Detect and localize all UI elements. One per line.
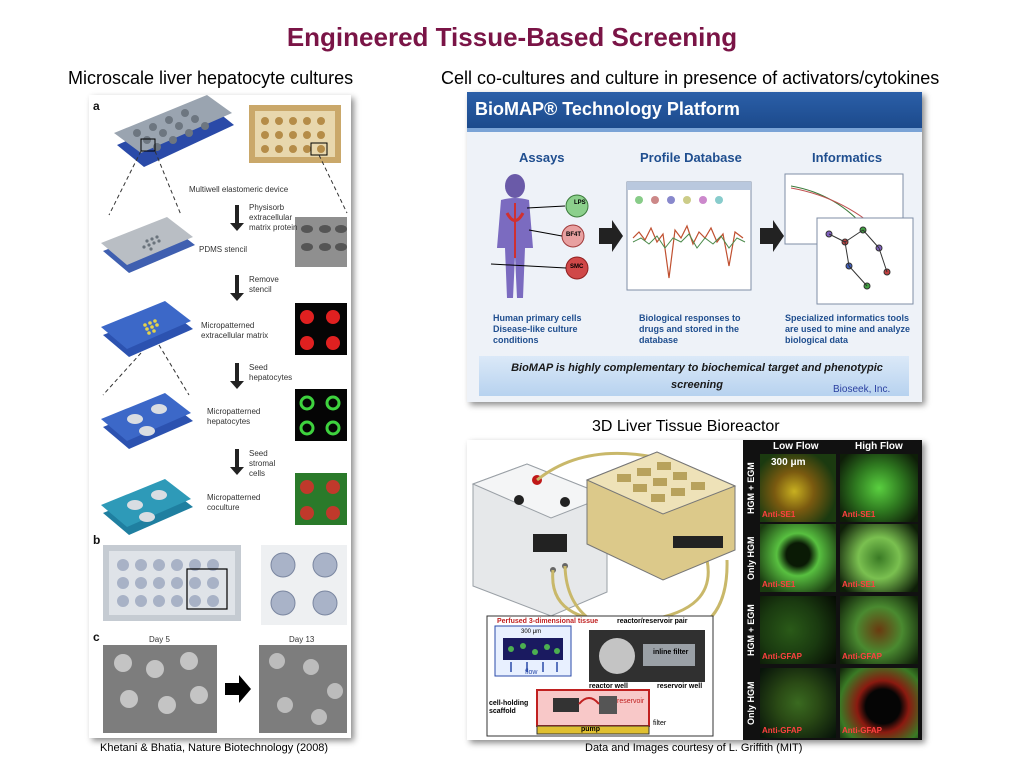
anti-gfap-label-2: Anti-GFAP [842,652,882,661]
row1-label: HGM + EGM [746,462,756,514]
bioseek-credit: Bioseek, Inc. [833,384,891,395]
inset-scale: 300 μm [521,629,542,635]
inset-inline-filter: inline filter [653,649,689,656]
inset-reservoir: reservoir [617,698,645,705]
row4-label: Only HGM [746,681,756,725]
anti-gfap-label-1: Anti-GFAP [762,652,802,661]
left-credit: Khetani & Bhatia, Nature Biotechnology (… [100,742,329,754]
step2-label: Remove stencil [249,275,279,294]
day5-label: Day 5 [149,635,170,644]
inset-reactor-well: reactor well [589,683,628,690]
hepatocyte-figure: a Multiwell elastomeric device Physisorb… [89,95,351,738]
panel-b-label: b [93,533,101,547]
panel-c-label: c [93,630,100,644]
biomap-header: BioMAP® Technology Platform [475,99,740,119]
assay-smc: SMC [570,264,584,270]
biomap-desc-profile: Biological responses to drugs and stored… [639,313,741,345]
low-flow-label: Low Flow [773,441,819,452]
micro-co-label: Micropatterned coculture [207,493,261,512]
inset-filter: filter [653,720,667,727]
inset-title: Perfused 3-dimensional tissue [497,618,599,625]
anti-se1-label-3: Anti-SE1 [762,580,796,589]
micrograph-1 [760,454,836,522]
biomap-col-assays: Assays [519,150,565,165]
assay-lps: LPS [574,200,586,206]
micrograph-3 [760,524,836,592]
panel-a-label: a [93,99,100,113]
bioreactor-panel: Perfused 3-dimensional tissue 300 μm flo… [467,440,922,740]
biomap-col-profile: Profile Database [640,150,742,165]
micrograph-6 [840,596,918,664]
anti-se1-label-1: Anti-SE1 [762,510,796,519]
anti-se1-label-2: Anti-SE1 [842,510,876,519]
step1-label: Physisorb extracellular matrix protein [249,203,298,232]
left-caption: Microscale liver hepatocyte cultures [68,68,354,88]
step3-label: Seed hepatocytes [249,363,293,382]
micro-ecm-label: Micropatterned extracellular matrix [201,321,269,340]
day13-label: Day 13 [289,635,315,644]
assay-bf4t: BF4T [566,232,581,238]
multiwell-label: Multiwell elastomeric device [189,185,289,194]
right-caption: Cell co-cultures and culture in presence… [441,68,940,88]
biomap-col-informatics: Informatics [812,150,883,165]
biomap-desc-assays: Human primary cells Disease-like culture… [493,313,582,345]
inset-flow: flow [525,669,538,676]
biomap-diagram [490,173,914,305]
biomap-banner [479,356,909,396]
scale-bar-label: 300 μm [771,457,806,468]
bioreactor-art [471,451,737,737]
biomap-banner-text: BioMAP is highly complementary to bioche… [511,362,883,391]
biomap-header-bar [467,92,922,128]
inset-scaffold: cell-holding scaffold [489,700,529,715]
anti-gfap-label-3: Anti-GFAP [762,726,802,735]
high-flow-label: High Flow [855,441,903,452]
inset-pair: reactor/reservoir pair [617,618,688,625]
micrograph-7 [760,668,836,738]
biomap-panel: BioMAP® Technology Platform Assays Profi… [467,92,922,402]
bioreactor-caption: 3D Liver Tissue Bioreactor [592,418,780,435]
micrograph-5 [760,596,836,664]
micro-hep-label: Micropatterned hepatocytes [207,407,261,426]
hepatocyte-figure-art [101,95,348,733]
slide-title: Engineered Tissue-Based Screening [286,22,738,52]
row2-label: Only HGM [746,536,756,580]
anti-gfap-label-4: Anti-GFAP [842,726,882,735]
right-credit: Data and Images courtesy of L. Griffith … [585,742,803,754]
step4-label: Seed stromal cells [249,449,276,478]
row3-label: HGM + EGM [746,604,756,656]
micrograph-8 [840,668,918,738]
micrograph-2 [840,454,918,522]
inset-pump: pump [581,726,601,733]
biomap-header-accent [467,128,922,132]
micrograph-4 [840,524,918,592]
anti-se1-label-4: Anti-SE1 [842,580,876,589]
inset-reservoir-well: reservoir well [657,683,703,690]
biomap-desc-informatics: Specialized informatics tools are used t… [785,313,911,345]
pdms-label: PDMS stencil [199,245,248,254]
